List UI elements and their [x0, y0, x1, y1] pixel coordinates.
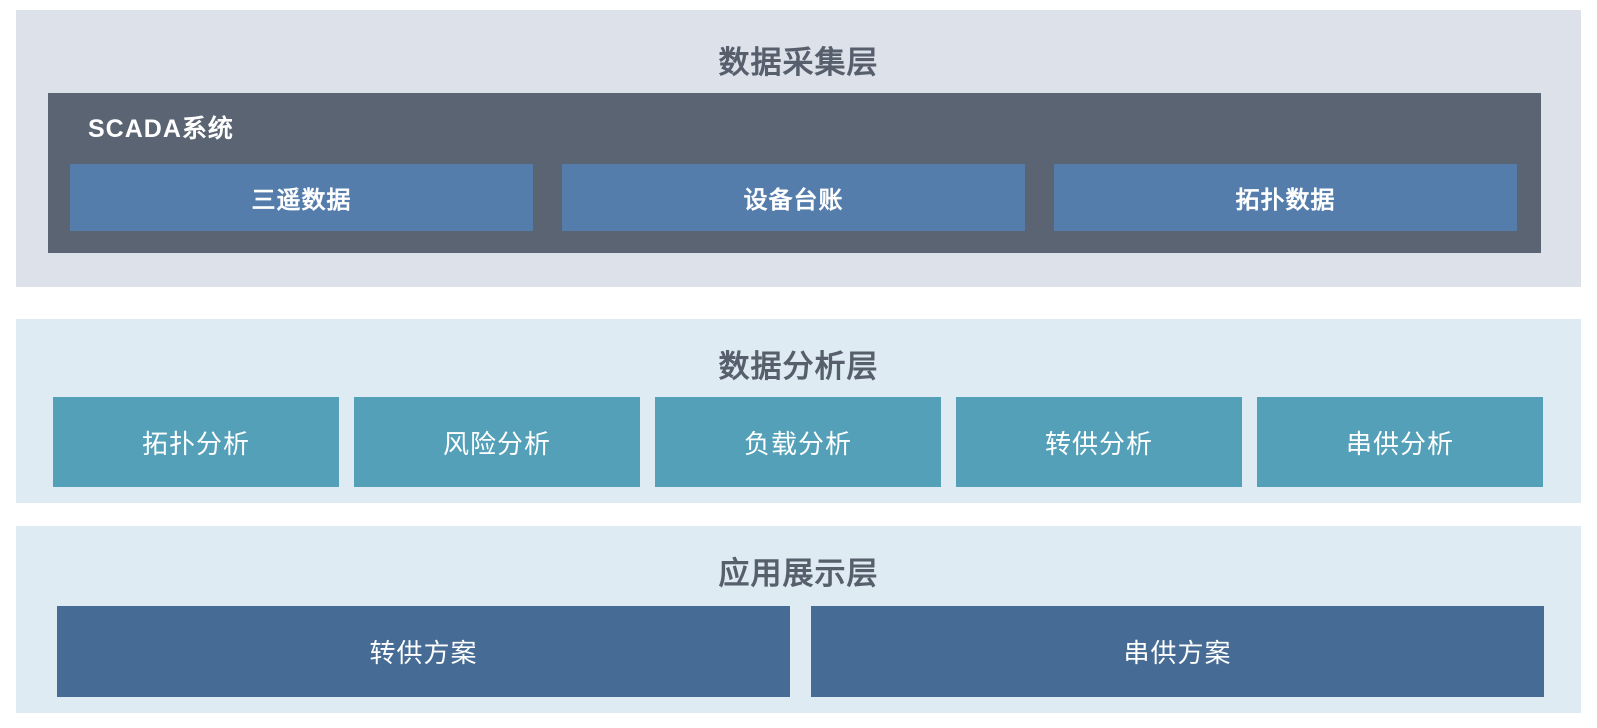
box-load-analysis: 负载分析 — [655, 397, 941, 487]
layer-title-data-analysis: 数据分析层 — [718, 349, 879, 384]
layer-title-data-collection: 数据采集层 — [718, 45, 879, 80]
box-series-supply-analysis: 串供分析 — [1257, 397, 1543, 487]
box-equipment-ledger: 设备台账 — [562, 164, 1025, 231]
box-series-supply-plan: 串供方案 — [811, 606, 1544, 697]
layer-data-collection: 数据采集层 SCADA系统 三遥数据 设备台账 拓扑数据 — [16, 10, 1581, 287]
scada-box-row: 三遥数据 设备台账 拓扑数据 — [70, 164, 1517, 231]
box-transfer-supply-plan: 转供方案 — [57, 606, 790, 697]
box-risk-analysis: 风险分析 — [354, 397, 640, 487]
box-topology-data: 拓扑数据 — [1054, 164, 1517, 231]
layer-application-display: 应用展示层 转供方案 串供方案 — [16, 526, 1581, 713]
scada-system-container: SCADA系统 三遥数据 设备台账 拓扑数据 — [48, 93, 1541, 253]
analysis-box-row: 拓扑分析 风险分析 负载分析 转供分析 串供分析 — [53, 397, 1543, 487]
box-transfer-supply-analysis: 转供分析 — [956, 397, 1242, 487]
scada-system-label: SCADA系统 — [88, 115, 234, 143]
application-box-row: 转供方案 串供方案 — [57, 606, 1544, 697]
layer-data-analysis: 数据分析层 拓扑分析 风险分析 负载分析 转供分析 串供分析 — [16, 319, 1581, 503]
box-topology-analysis: 拓扑分析 — [53, 397, 339, 487]
layer-title-application-display: 应用展示层 — [718, 556, 879, 591]
box-telemetry-data: 三遥数据 — [70, 164, 533, 231]
